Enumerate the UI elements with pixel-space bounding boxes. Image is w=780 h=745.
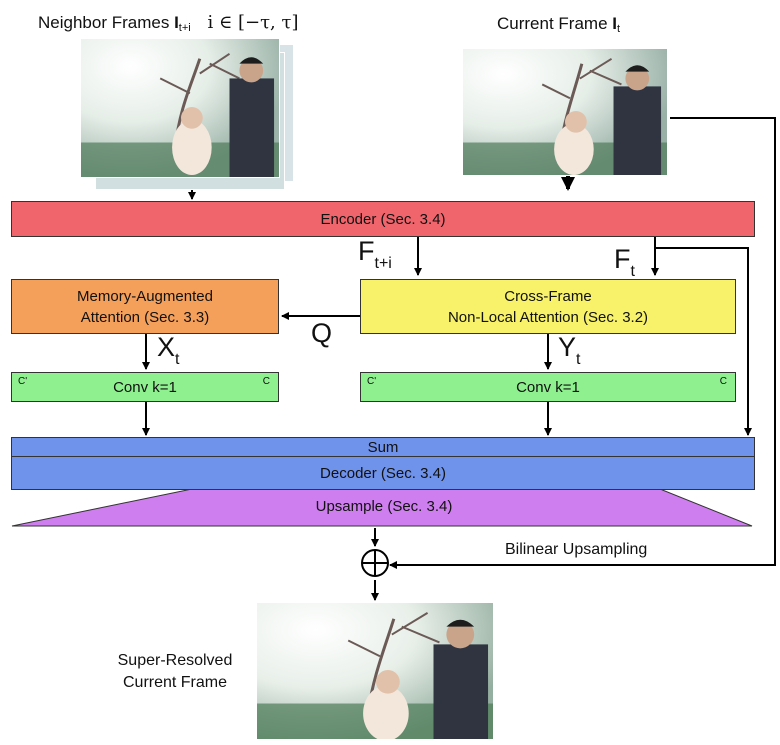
- arrow-bilinear-skip: [389, 117, 776, 569]
- neighbor-frame-image: [80, 38, 280, 178]
- query-label: Q: [311, 318, 333, 348]
- current-frame-image: [462, 48, 668, 176]
- conv-right-in-channels: C': [367, 376, 377, 387]
- memory-augmented-attention-block: Memory-Augmented Attention (Sec. 3.3): [11, 279, 279, 334]
- decoder-block: Decoder (Sec. 3.4): [11, 456, 755, 490]
- sum-block: Sum: [11, 437, 755, 457]
- conv-right-out-channels: C: [719, 376, 727, 387]
- crossframe-output-label: Yt: [558, 332, 581, 368]
- feature-neighbor-label: Ft+i: [358, 236, 392, 272]
- current-frame-title: Current Frame It: [497, 14, 621, 35]
- super-resolved-image: [256, 602, 494, 740]
- cross-frame-attention-block: Cross-Frame Non-Local Attention (Sec. 3.…: [360, 279, 736, 334]
- conv-right-block: Conv k=1 C' C: [360, 372, 736, 402]
- arrow-ft-to-sum: [655, 247, 752, 436]
- super-resolved-label: Super-Resolved Current Frame: [117, 652, 233, 691]
- conv-left-out-channels: C: [262, 376, 270, 387]
- encoder-block: Encoder (Sec. 3.4): [11, 201, 755, 237]
- bilinear-upsampling-label: Bilinear Upsampling: [505, 541, 648, 558]
- memory-output-label: Xt: [157, 332, 180, 368]
- conv-left-in-channels: C': [18, 376, 28, 387]
- upsample-label: Upsample (Sec. 3.4): [315, 498, 453, 515]
- feature-current-label: Ft: [614, 244, 635, 280]
- neighbor-frames-title: Neighbor Frames It+i i ∈ [−τ, τ]: [38, 12, 299, 34]
- conv-left-block: Conv k=1 C' C: [11, 372, 279, 402]
